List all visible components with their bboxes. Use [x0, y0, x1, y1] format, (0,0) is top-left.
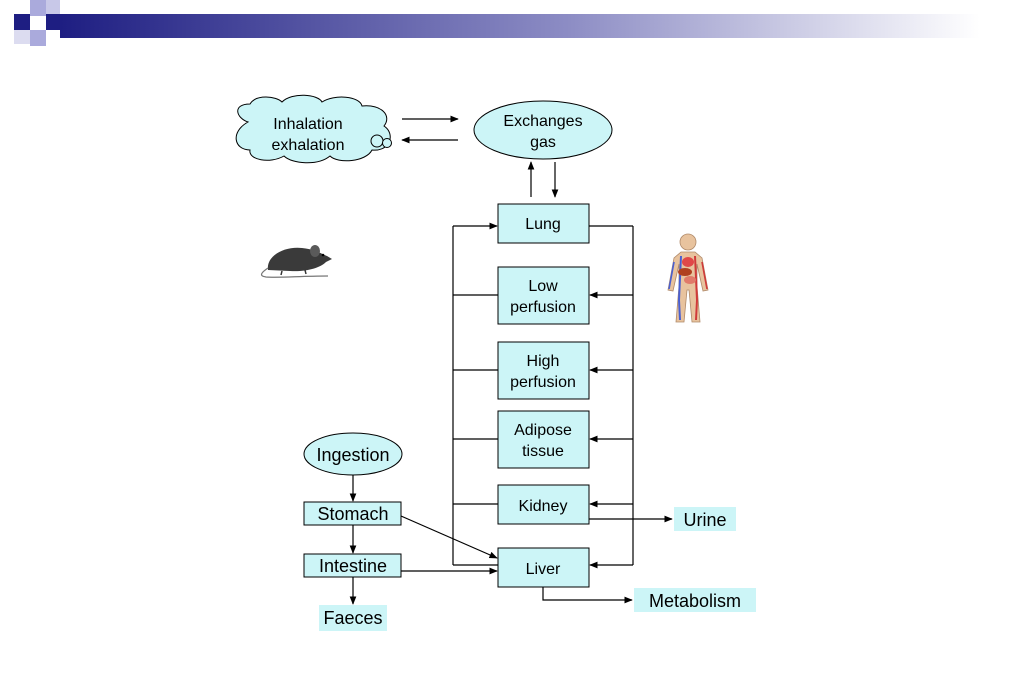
exchanges-label: Exchanges: [503, 113, 582, 130]
faeces-label-box: Faeces: [319, 605, 387, 631]
gas-label: gas: [530, 134, 556, 151]
adipose-label: Adipose: [514, 422, 572, 439]
low-label: Low: [528, 278, 558, 295]
banner-square: [14, 14, 30, 30]
high-label: High: [527, 353, 560, 370]
intestine-box: Intestine: [303, 553, 402, 578]
urine-label-box: Urine: [674, 507, 736, 531]
banner-square: [14, 30, 30, 44]
kidney-label: Kidney: [519, 498, 568, 515]
banner-square: [30, 0, 46, 16]
connectors: [349, 115, 673, 605]
kidney-box: Kidney: [497, 484, 590, 525]
perfusion-label: perfusion: [510, 374, 576, 391]
ingestion-node: Ingestion: [303, 432, 403, 476]
liver-box: Liver: [497, 547, 590, 588]
arrow-stomach-to-liver: [400, 515, 498, 559]
faeces-label: Faeces: [323, 608, 382, 628]
metabolism-label-box: Metabolism: [634, 588, 756, 612]
adipose-tissue-box: Adipose tissue: [497, 410, 590, 469]
inhalation-label: Inhalation: [273, 116, 342, 133]
intestine-label: Intestine: [319, 556, 387, 576]
banner-bar: [60, 14, 980, 38]
human-body-icon: [667, 233, 709, 323]
lung-label: Lung: [525, 216, 561, 233]
banner-square: [46, 0, 60, 14]
metabolism-label: Metabolism: [649, 591, 741, 611]
mouse-icon: [260, 245, 332, 278]
lung-box: Lung: [497, 203, 590, 244]
urine-label: Urine: [683, 510, 726, 530]
tissue-label: tissue: [522, 443, 564, 460]
stomach-box: Stomach: [303, 501, 402, 526]
inhalation-cloud: Inhalation exhalation: [235, 94, 392, 164]
exhalation-label: exhalation: [272, 137, 345, 154]
stomach-label: Stomach: [317, 504, 388, 524]
banner-square: [46, 14, 60, 30]
exchanges-gas-node: Exchanges gas: [473, 100, 613, 160]
perfusion-label: perfusion: [510, 299, 576, 316]
banner-square: [30, 30, 46, 46]
arrow-to-metabolism: [542, 587, 633, 604]
liver-label: Liver: [526, 561, 561, 578]
high-perfusion-box: High perfusion: [497, 341, 590, 400]
low-perfusion-box: Low perfusion: [497, 266, 590, 325]
title-banner: [14, 0, 980, 46]
ingestion-label: Ingestion: [316, 445, 389, 465]
